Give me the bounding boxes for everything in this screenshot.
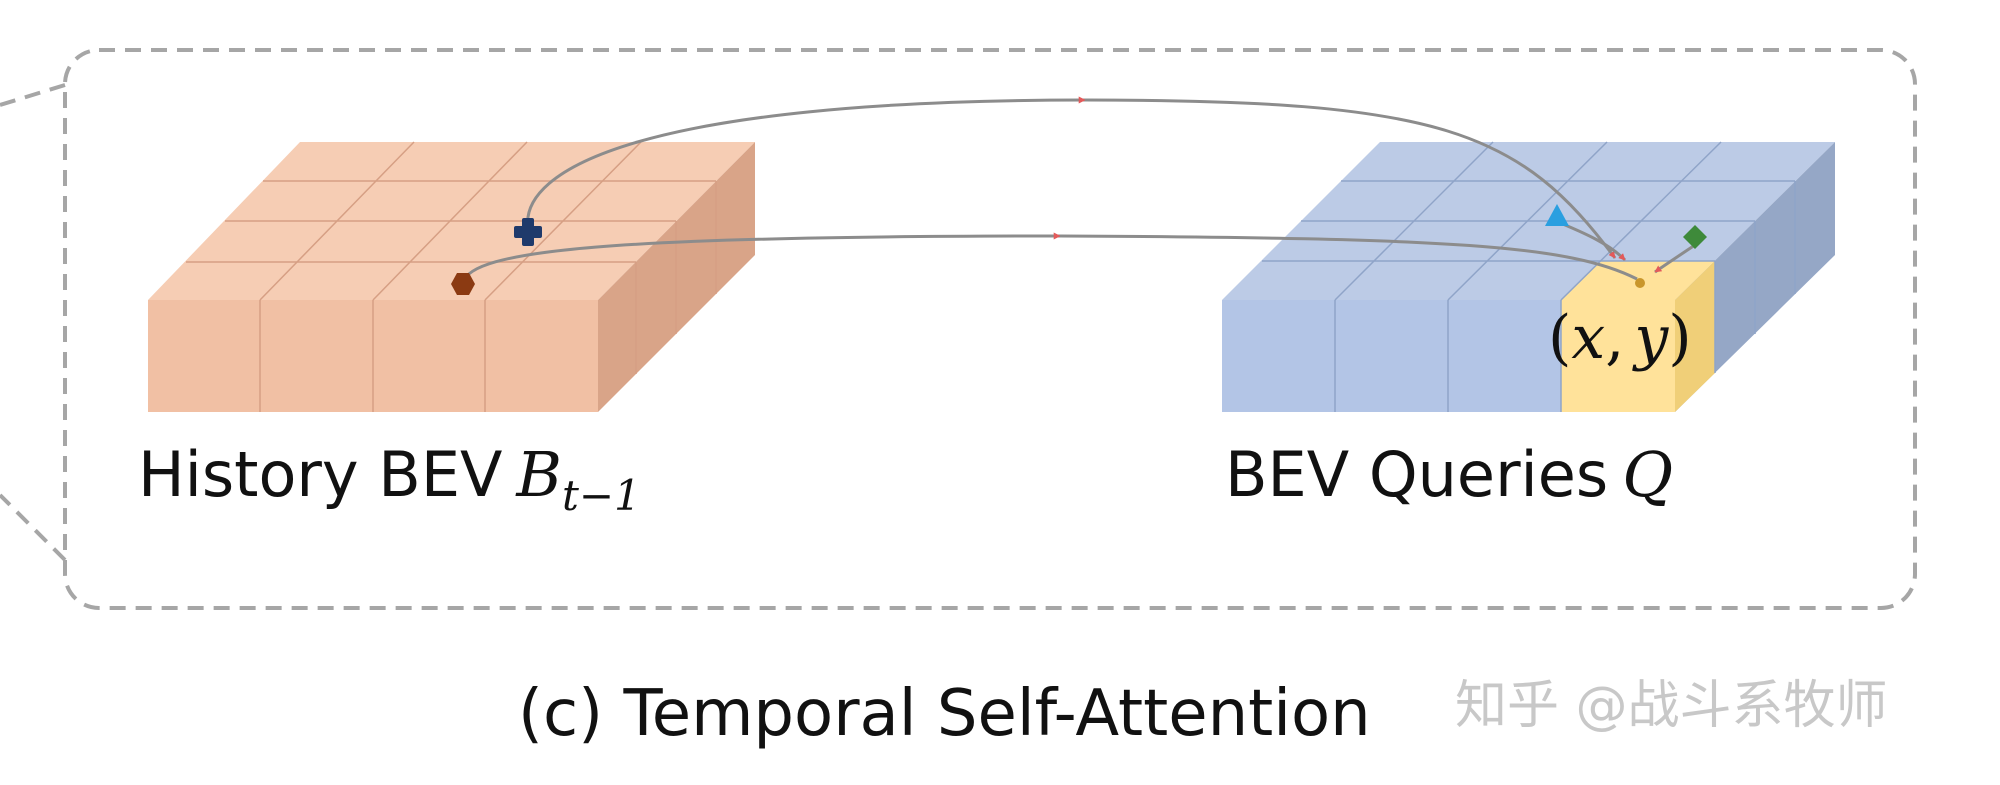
highlight-cell-front <box>1561 300 1675 412</box>
arrow-lower-arc-2 <box>1059 234 1638 281</box>
arrow-top-arc-1 <box>526 96 1086 229</box>
dashed-callout-border <box>0 48 1917 610</box>
watermark: 知乎 @战斗系牧师 <box>1455 676 1888 736</box>
point-label: (x,y) <box>1548 303 1692 373</box>
attention-arrows <box>461 96 1696 284</box>
history-bev-block <box>148 141 755 412</box>
bev-queries-grid <box>1262 141 1796 412</box>
cross-marker-icon <box>514 218 542 246</box>
figure-caption: (c) Temporal Self-Attention <box>518 677 1371 751</box>
history-bev-grid <box>186 141 717 412</box>
arrow-from-diamond <box>1654 243 1696 274</box>
diamond-marker-icon <box>1683 225 1707 249</box>
bev-queries-block <box>1222 141 1835 412</box>
arrow-lower-arc-1 <box>461 232 1061 284</box>
reference-point <box>1635 278 1645 288</box>
hexagon-marker-icon <box>451 273 475 295</box>
highlight-cell-side <box>1675 261 1715 412</box>
triangle-marker-icon <box>1545 204 1569 226</box>
arrow-top-arc-2 <box>1084 98 1617 259</box>
